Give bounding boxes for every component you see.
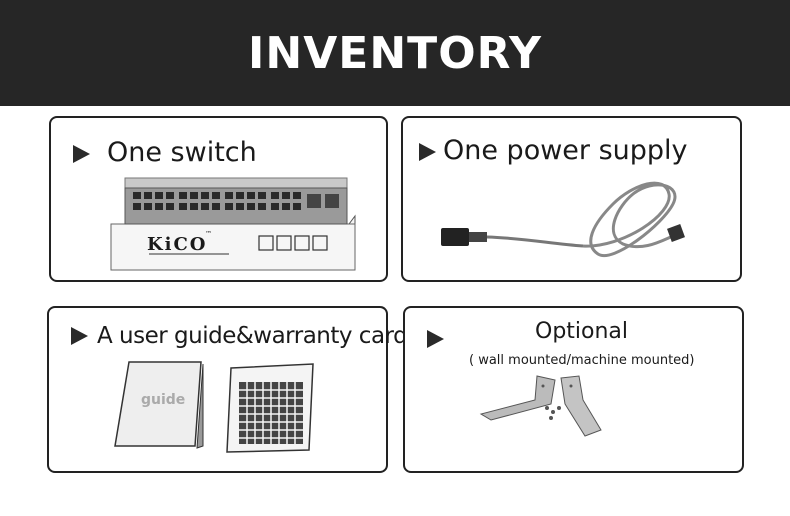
guide-booklet-icon — [114, 361, 204, 449]
arrow-bullet-icon — [427, 330, 444, 348]
page-header: INVENTORY — [0, 0, 790, 106]
guide-booklet-text: guide — [141, 392, 186, 408]
card-user-guide: A user guide&warranty card guide — [47, 306, 408, 473]
brand-trademark: ™ — [205, 230, 212, 238]
card-switch: One switch KiCO ™ — [49, 116, 388, 282]
switch-device-icon — [110, 177, 356, 271]
brand-logo: KiCO — [147, 234, 208, 255]
page-title: INVENTORY — [248, 28, 542, 79]
optional-note: ( wall mounted/machine mounted) — [469, 353, 695, 368]
card-optional: Optional ( wall mounted/machine mounted) — [403, 306, 744, 473]
arrow-bullet-icon — [419, 143, 436, 161]
warranty-card-icon — [226, 363, 314, 453]
user-guide-label: A user guide&warranty card — [97, 323, 408, 349]
card-power-supply: One power supply — [401, 116, 742, 282]
optional-label: Optional — [535, 319, 629, 344]
power-supply-label: One power supply — [443, 135, 688, 166]
switch-label: One switch — [107, 137, 257, 168]
power-cord-icon — [441, 181, 685, 258]
arrow-bullet-icon — [73, 145, 90, 163]
mounting-bracket-icon — [479, 375, 602, 437]
arrow-bullet-icon — [71, 327, 88, 345]
